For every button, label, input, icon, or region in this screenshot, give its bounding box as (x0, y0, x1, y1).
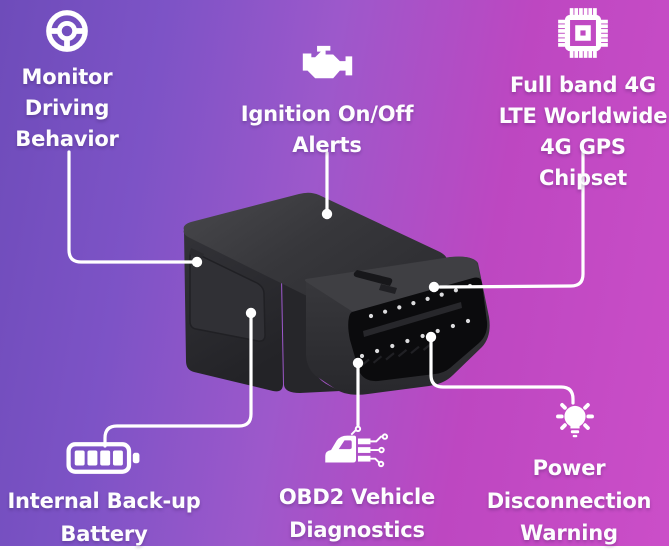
feature-monitor-driving: Monitor Driving Behavior (0, 8, 136, 155)
connector-line-monitor-driving (69, 152, 193, 262)
engine-icon (299, 44, 356, 82)
feature-label-line: Battery (0, 518, 210, 550)
feature-label-line: Alerts (230, 130, 424, 161)
feature-label-line: Diagnostics (252, 514, 462, 547)
car-diagnostics-icon (323, 426, 391, 476)
feature-label-line: Power (468, 452, 669, 485)
chip-icon (554, 4, 612, 62)
feature-backup-battery: Internal Back-up Battery (0, 441, 210, 550)
connector-dot-ignition-alerts (322, 209, 332, 219)
steering-wheel-icon (44, 8, 90, 54)
feature-power-warning: Power Disconnection Warning (468, 397, 669, 550)
feature-label-line: Disconnection (468, 485, 669, 518)
connector-dot-lte-gps-chipset (429, 282, 439, 292)
feature-label-line: OBD2 Vehicle (252, 481, 462, 514)
feature-label-line: Monitor (0, 62, 136, 93)
feature-label-line: LTE Worldwide (496, 101, 669, 132)
connector-dot-backup-battery (246, 308, 256, 318)
device-illustration (184, 193, 490, 395)
feature-lte-gps-chipset: Full band 4G LTE Worldwide 4G GPS Chipse… (496, 4, 669, 194)
feature-obd2-diagnostics: OBD2 Vehicle Diagnostics (252, 426, 462, 546)
light-bulb-icon (552, 397, 598, 447)
connector-dot-obd2-diagnostics (353, 358, 363, 368)
feature-label-line: Ignition On/Off (230, 99, 424, 130)
feature-label-line: 4G GPS Chipset (496, 132, 669, 194)
feature-label-line: Full band 4G (496, 70, 669, 101)
feature-ignition-alerts: Ignition On/Off Alerts (230, 44, 424, 161)
connector-dot-power-warning (426, 332, 436, 342)
feature-label-line: Warning (468, 517, 669, 550)
battery-icon (65, 441, 143, 475)
feature-label-line: Behavior (0, 124, 136, 155)
feature-label-line: Driving (0, 93, 136, 124)
connector-dot-monitor-driving (192, 257, 202, 267)
feature-label-line: Internal Back-up (0, 485, 210, 518)
